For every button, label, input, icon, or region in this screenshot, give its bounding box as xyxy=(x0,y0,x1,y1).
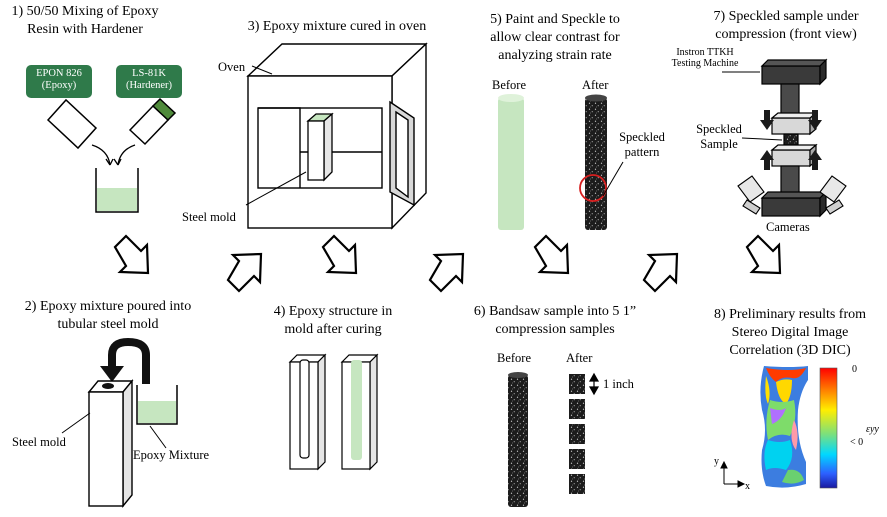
oven xyxy=(246,42,428,230)
epoxy-mixture-label: Epoxy Mixture xyxy=(133,448,210,462)
step-8-title-line2: Stereo Digital Image xyxy=(731,325,849,340)
step-1-title-line2: Resin with Hardener xyxy=(27,22,143,37)
colorbar xyxy=(819,367,838,489)
speckle-leader xyxy=(602,161,624,197)
instron-label: Instron TTKH Testing Machine xyxy=(664,47,746,69)
compression-arrows xyxy=(760,110,822,170)
pour-curve-arrow xyxy=(100,337,150,384)
step-1-title-line1: 1) 50/50 Mixing of Epoxy xyxy=(11,4,159,19)
dic-axes xyxy=(720,460,746,488)
beaker-epoxy xyxy=(46,98,98,150)
tube-before xyxy=(498,94,524,230)
steel-mold-label-3: Steel mold xyxy=(182,210,236,224)
step-8-title: 8) Preliminary results from Stereo Digit… xyxy=(694,306,886,360)
cured-mold-empty xyxy=(288,353,327,471)
oven-steel-mold xyxy=(306,112,334,182)
bandsaw-before xyxy=(508,372,528,507)
before-label-6: Before xyxy=(497,351,532,365)
badge-ls81k: LS-81K (Hardener) xyxy=(116,65,182,98)
step-2-title-line2: tubular steel mold xyxy=(57,317,159,332)
step-3-title: 3) Epoxy mixture cured in oven xyxy=(222,18,452,36)
step-4-title-line1: 4) Epoxy structure in xyxy=(273,304,393,319)
speckled-sample-label: Speckled Sample xyxy=(692,122,746,152)
step-6-title: 6) Bandsaw sample into 5 1” compression … xyxy=(458,303,652,339)
badge-epon-sub: (Epoxy) xyxy=(41,80,77,91)
colorbar-top-label: 0 xyxy=(852,364,857,375)
step-5-title-line3: analyzing strain rate xyxy=(498,48,612,63)
steel-mold-label-2: Steel mold xyxy=(12,435,66,449)
one-inch-label: 1 inch xyxy=(603,377,634,391)
epoxy-mixture-leader xyxy=(149,425,167,449)
instron-machine xyxy=(760,58,828,218)
oven-label: Oven xyxy=(218,60,246,74)
step-4-title-line2: mold after curing xyxy=(284,322,382,337)
flow-arrow-5 xyxy=(533,234,570,275)
step-4-title: 4) Epoxy structure in mold after curing xyxy=(258,303,408,339)
axis-y-label: y xyxy=(714,456,719,467)
cameras-label: Cameras xyxy=(766,220,810,234)
step-2-title-line1: 2) Epoxy mixture poured into xyxy=(24,299,192,314)
step-1-title: 1) 50/50 Mixing of Epoxy Resin with Hard… xyxy=(0,3,170,39)
step-5-title: 5) Paint and Speckle to allow clear cont… xyxy=(472,11,638,65)
badge-ls81k-sub: (Hardener) xyxy=(125,80,173,91)
after-label-6: After xyxy=(566,351,593,365)
step-2-title: 2) Epoxy mixture poured into tubular ste… xyxy=(10,298,206,334)
mixing-beaker xyxy=(95,168,139,213)
speckled-sample-line2: Sample xyxy=(700,137,738,151)
flow-arrow-2 xyxy=(226,252,263,293)
before-label-5: Before xyxy=(492,78,527,92)
one-inch-dimension xyxy=(588,372,600,396)
flow-arrow-4 xyxy=(428,252,465,293)
speckled-pattern-line2: pattern xyxy=(624,145,660,159)
pour-beaker xyxy=(136,385,178,425)
dic-cameras xyxy=(737,175,847,215)
step-5-title-line2: allow clear contrast for xyxy=(490,30,620,45)
speckled-sample-line1: Speckled xyxy=(696,122,742,136)
step-6-title-line2: compression samples xyxy=(495,322,615,337)
instron-label-line1: Instron TTKH xyxy=(676,47,734,58)
flow-arrow-6 xyxy=(642,252,679,293)
badge-epon-name: EPON 826 xyxy=(36,68,82,79)
step-8-title-line3: Correlation (3D DIC) xyxy=(729,343,851,358)
step-3-title-line1: 3) Epoxy mixture cured in oven xyxy=(247,19,427,34)
pour-arrows xyxy=(91,144,136,166)
speckle-highlight-circle xyxy=(579,174,607,202)
after-label-5: After xyxy=(582,78,609,92)
tube-after-speckled xyxy=(585,94,607,230)
axis-x-label: x xyxy=(745,481,750,492)
flow-arrows xyxy=(113,234,782,293)
speckled-sample-leader xyxy=(741,137,783,141)
step-8-title-line1: 8) Preliminary results from xyxy=(713,307,867,322)
oven-leader xyxy=(251,65,273,75)
step-7-title-line2: compression (front view) xyxy=(715,27,857,42)
step-5-title-line1: 5) Paint and Speckle to xyxy=(490,12,620,27)
badge-ls81k-name: LS-81K xyxy=(132,68,166,79)
cured-mold-filled xyxy=(340,353,379,471)
flow-arrow-1 xyxy=(113,234,150,275)
speckled-pattern-label: Speckled pattern xyxy=(614,130,670,160)
flow-arrow-3 xyxy=(321,234,358,275)
badge-epon: EPON 826 (Epoxy) xyxy=(26,65,92,98)
steel-mold-leader xyxy=(245,171,307,206)
speckled-pattern-line1: Speckled xyxy=(619,130,665,144)
dic-strain-map xyxy=(760,366,808,488)
instron-label-line2: Testing Machine xyxy=(671,58,739,69)
steel-mold-2-leader xyxy=(61,412,91,434)
epsilon-yy-label: εyy xyxy=(866,424,879,435)
bandsaw-pieces xyxy=(569,374,585,494)
step-6-title-line1: 6) Bandsaw sample into 5 1” xyxy=(473,304,637,319)
flow-arrow-7 xyxy=(745,234,782,275)
pour-steel-mold xyxy=(87,379,134,508)
colorbar-mid-label: < 0 xyxy=(850,437,864,448)
step-7-title-line1: 7) Speckled sample under xyxy=(713,9,859,24)
beaker-hardener xyxy=(128,97,177,146)
step-7-title: 7) Speckled sample under compression (fr… xyxy=(690,8,882,44)
